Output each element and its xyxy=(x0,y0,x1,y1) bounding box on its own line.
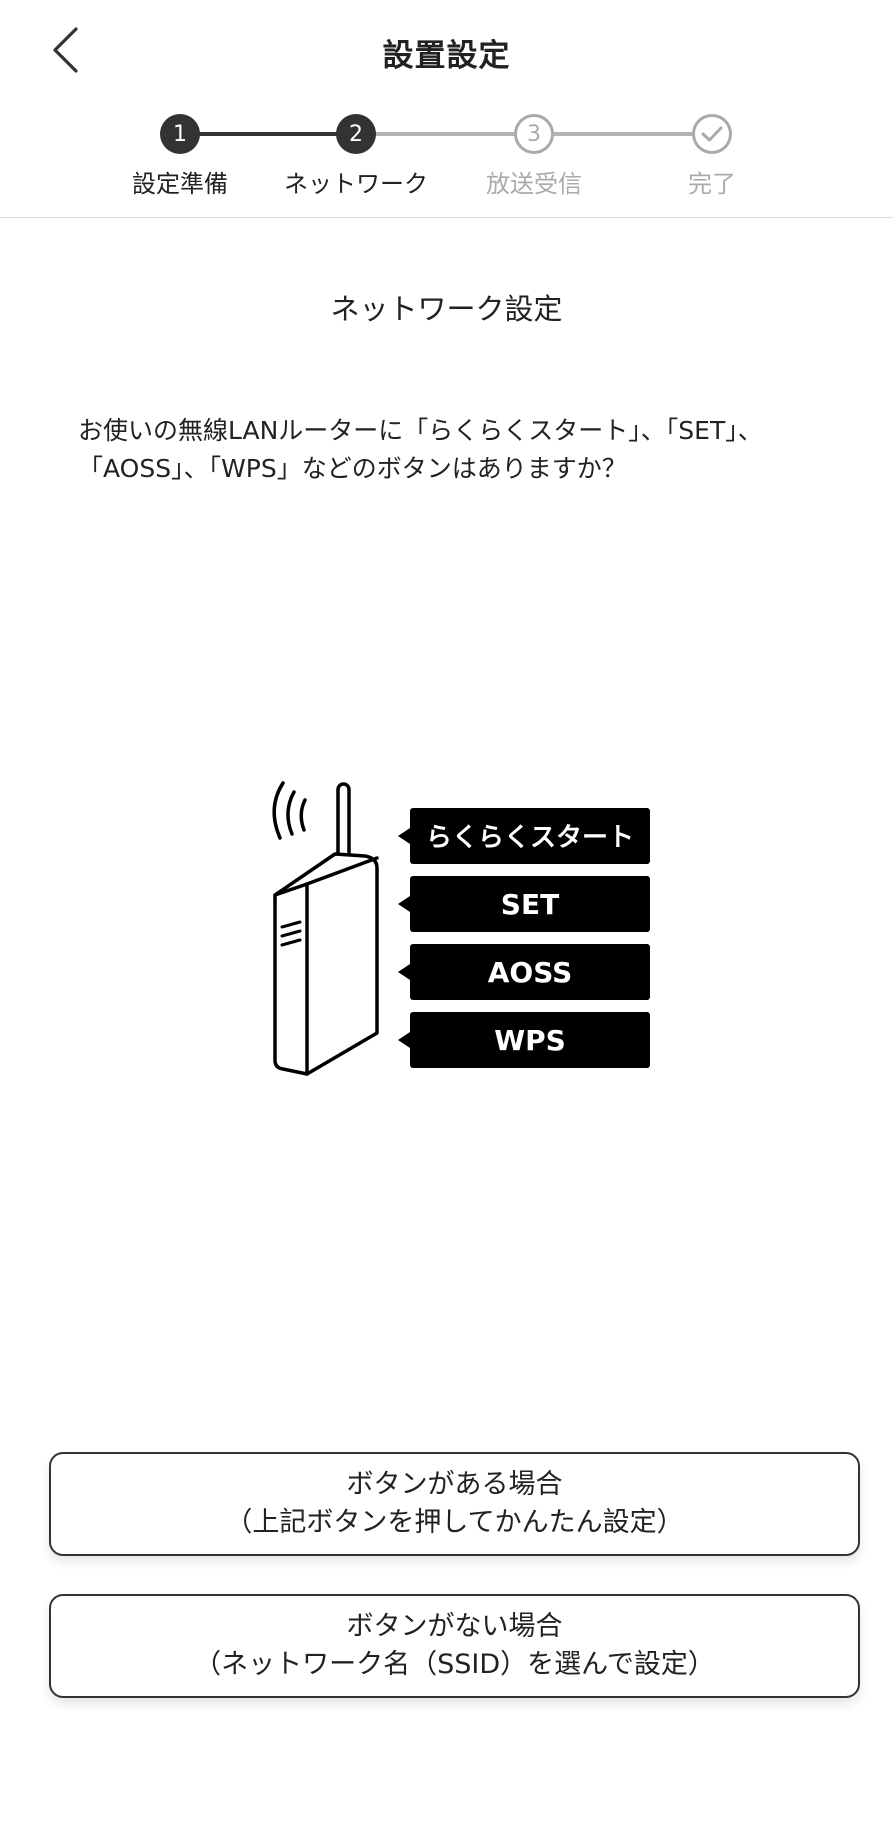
question-line: お使いの無線LANルーターに「らくらくスタート」、「SET」、 xyxy=(78,416,763,445)
step-label: 設定準備 xyxy=(132,170,228,198)
section-title: ネットワーク設定 xyxy=(330,292,563,326)
has-button-option[interactable]: ボタンがある場合 （上記ボタンを押してかんたん設定） xyxy=(49,1452,860,1556)
question-text: お使いの無線LANルーターに「らくらくスタート」、「SET」、 「AOSS」、「… xyxy=(78,412,838,488)
checkmark-icon xyxy=(701,126,723,142)
step-number-badge: 2 xyxy=(336,114,376,154)
step-preparation: 1 設定準備 xyxy=(100,110,260,199)
chevron-left-icon xyxy=(53,27,78,73)
tag-wps: WPS xyxy=(398,1012,650,1068)
tag-label: WPS xyxy=(494,1024,566,1057)
option-title: ボタンがある場合 xyxy=(346,1469,563,1500)
button-label-tags: らくらくスタート SET AOSS WPS xyxy=(398,808,650,1068)
tag-label: AOSS xyxy=(488,956,573,989)
back-button[interactable] xyxy=(40,22,90,78)
tag-label: らくらくスタート xyxy=(426,823,634,853)
option-subtitle: （上記ボタンを押してかんたん設定） xyxy=(225,1507,684,1538)
tag-rakuraku-start: らくらくスタート xyxy=(398,808,650,864)
step-connector-2-3 xyxy=(356,132,534,136)
step-label: 放送受信 xyxy=(486,170,582,198)
step-network: 2 ネットワーク xyxy=(276,110,436,199)
page-title: 設置設定 xyxy=(382,38,511,74)
step-check-badge xyxy=(692,114,732,154)
progress-stepper: 1 設定準備 2 ネットワーク 3 放送受信 完了 xyxy=(0,110,893,200)
step-number-badge: 1 xyxy=(160,114,200,154)
step-broadcast: 3 放送受信 xyxy=(454,110,614,199)
option-title: ボタンがない場合 xyxy=(346,1611,563,1642)
step-complete: 完了 xyxy=(632,110,792,199)
step-connector-1-2 xyxy=(180,132,356,136)
router-illustration: らくらくスタート SET AOSS WPS xyxy=(272,781,650,1076)
step-connector-3-4 xyxy=(534,132,712,136)
step-label: ネットワーク xyxy=(284,170,428,198)
tag-aoss: AOSS xyxy=(398,944,650,1000)
step-label: 完了 xyxy=(688,170,736,198)
step-number-badge: 3 xyxy=(514,114,554,154)
tag-set: SET xyxy=(398,876,650,932)
wifi-router-icon xyxy=(272,781,379,1076)
no-button-option[interactable]: ボタンがない場合 （ネットワーク名（SSID）を選んで設定） xyxy=(49,1594,860,1698)
header: 設置設定 1 設定準備 2 ネットワーク 3 放送受信 xyxy=(0,0,893,218)
question-line: 「AOSS」、「WPS」などのボタンはありますか？ xyxy=(78,454,627,483)
option-subtitle: （ネットワーク名（SSID）を選んで設定） xyxy=(194,1649,715,1680)
tag-label: SET xyxy=(501,888,559,921)
